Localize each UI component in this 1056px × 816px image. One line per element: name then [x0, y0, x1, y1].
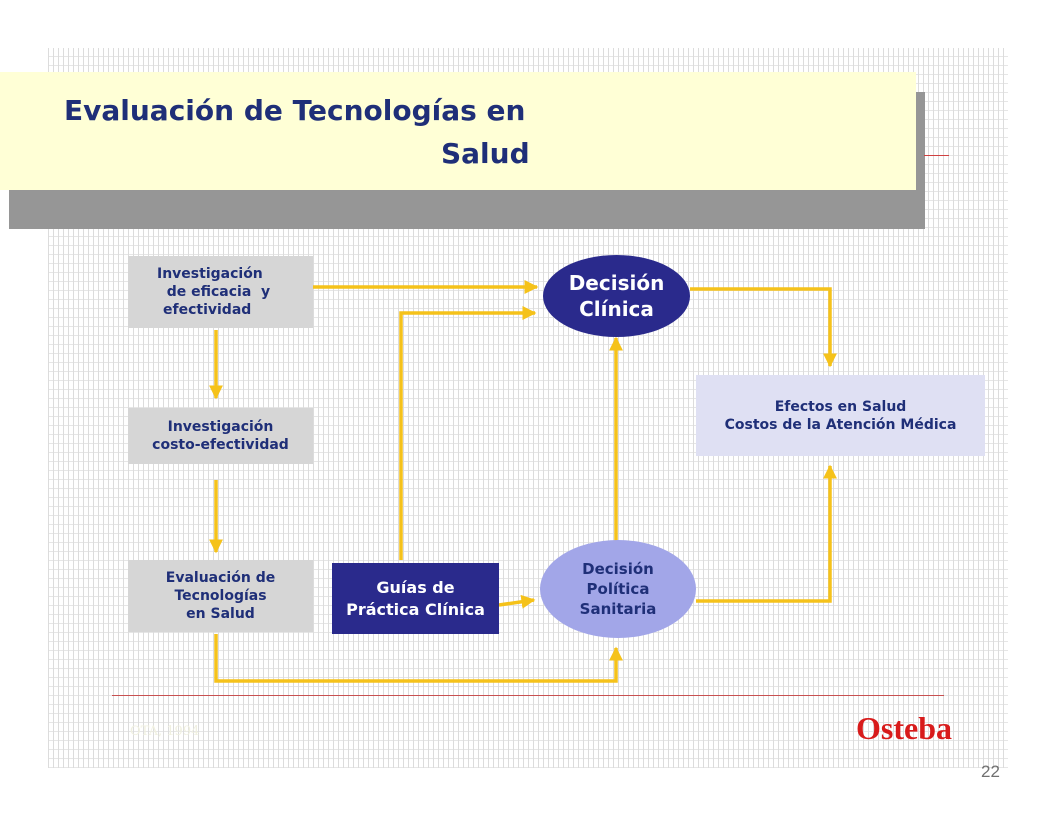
- box-evaluacion-tecnologias: Evaluación de Tecnologías en Salud: [128, 560, 313, 632]
- slide-title-line1: Evaluación de Tecnologías en: [64, 94, 526, 127]
- ellipse-clinica-line1: Decisión: [568, 271, 665, 295]
- box-costo-line1: Investigación: [167, 419, 274, 435]
- box-evaluacion-line1: Evaluación de: [165, 570, 276, 586]
- source-citation: OTA, 1994: [130, 724, 200, 739]
- box-guias-line2: Práctica Clínica: [346, 599, 485, 619]
- arrow-guias-to-politica: [498, 594, 536, 609]
- arrow-clinica-to-efectos: [690, 287, 837, 368]
- box-investigacion-eficacia: Investigación de eficacia y efectividad: [128, 256, 313, 328]
- box-evaluacion-line2: Tecnologías: [174, 588, 267, 604]
- box-eficacia-line1: Investigación: [157, 266, 263, 282]
- arrow-evaluacion-to-politica: [214, 634, 623, 683]
- page-number: 22: [981, 762, 1000, 781]
- slide-title-line2: Salud: [441, 137, 530, 170]
- box-eficacia-line3: efectividad: [163, 302, 252, 318]
- title-accent-line: [924, 155, 949, 156]
- ellipse-politica-line1: Decisión: [582, 560, 654, 578]
- box-evaluacion-line3: en Salud: [186, 606, 255, 622]
- box-efectos-line2: Costos de la Atención Médica: [724, 416, 957, 433]
- box-efectos-salud: Efectos en Salud Costos de la Atención M…: [696, 375, 985, 456]
- ellipse-politica-line2: Política: [586, 580, 650, 598]
- ellipse-decision-politica: Decisión Política Sanitaria: [540, 540, 696, 638]
- title-box: [0, 72, 916, 190]
- arrow-politica-to-efectos: [696, 464, 837, 603]
- footer-divider: [112, 695, 944, 696]
- arrow-guias-to-clinica: [399, 306, 537, 560]
- box-guias-line1: Guías de: [376, 577, 455, 597]
- box-costo-line2: costo-efectividad: [152, 437, 289, 453]
- ellipse-decision-clinica: Decisión Clínica: [543, 255, 690, 337]
- box-investigacion-costo: Investigación costo-efectividad: [128, 408, 313, 464]
- osteba-logo: Osteba: [856, 710, 952, 746]
- box-guias-practica-clinica: Guías de Práctica Clínica: [332, 563, 499, 634]
- ellipse-clinica-line2: Clínica: [579, 297, 654, 321]
- ellipse-politica-line3: Sanitaria: [579, 600, 657, 618]
- box-eficacia-line2: de eficacia y: [157, 284, 271, 300]
- box-efectos-line1: Efectos en Salud: [774, 398, 907, 415]
